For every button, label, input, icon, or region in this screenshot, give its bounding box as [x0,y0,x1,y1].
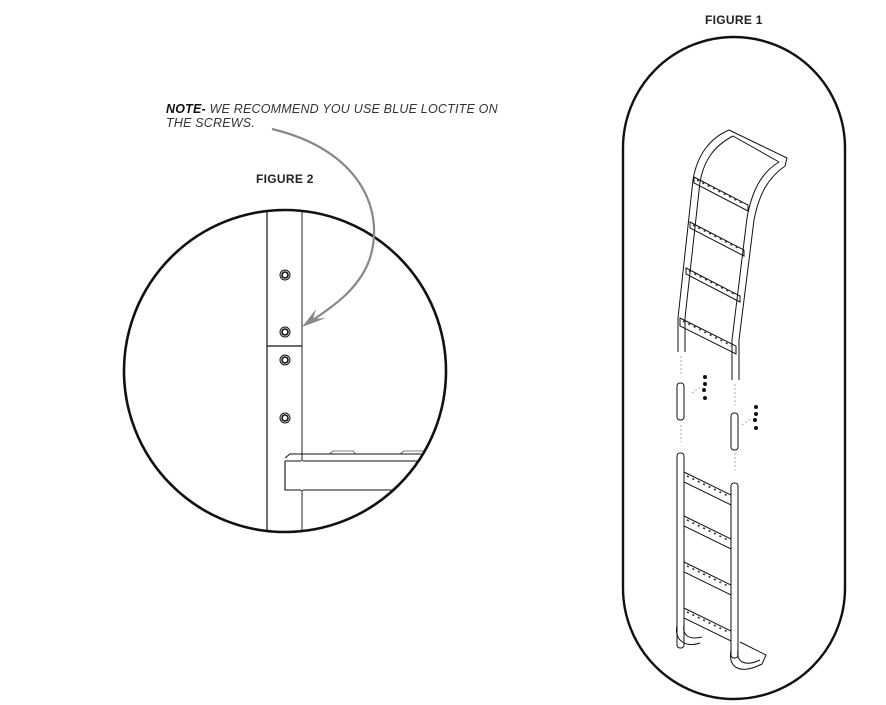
screw-icon [279,269,291,281]
callout-arrowhead-icon [302,309,326,327]
figure-1-title: FIGURE 1 [705,13,763,27]
small-screw-icons [702,375,758,430]
pill-border [621,35,847,701]
figure-1-overview [621,35,847,701]
ladder-lower-section [676,452,767,670]
loctite-note: NOTE- WE RECOMMEND YOU USE BLUE LOCTITE … [166,102,498,130]
note-label: NOTE- [166,102,206,116]
assembly-guide-lines [680,356,753,470]
screw-icon [279,412,291,424]
screw-icon [279,354,291,366]
note-text-line2: THE SCREWS. [166,116,256,130]
note-text-line1: WE RECOMMEND YOU USE BLUE LOCTITE ON [205,102,498,116]
figure-2-detail [122,127,448,534]
detail-circle-border [122,208,448,534]
figure-2-title: FIGURE 2 [256,172,314,186]
step-detail [284,450,446,491]
screw-icons [279,269,291,424]
callout-arrow-icon [271,127,376,323]
connector-tube [676,382,739,451]
ladder-upper-section [677,129,788,380]
screw-icon [279,326,291,338]
